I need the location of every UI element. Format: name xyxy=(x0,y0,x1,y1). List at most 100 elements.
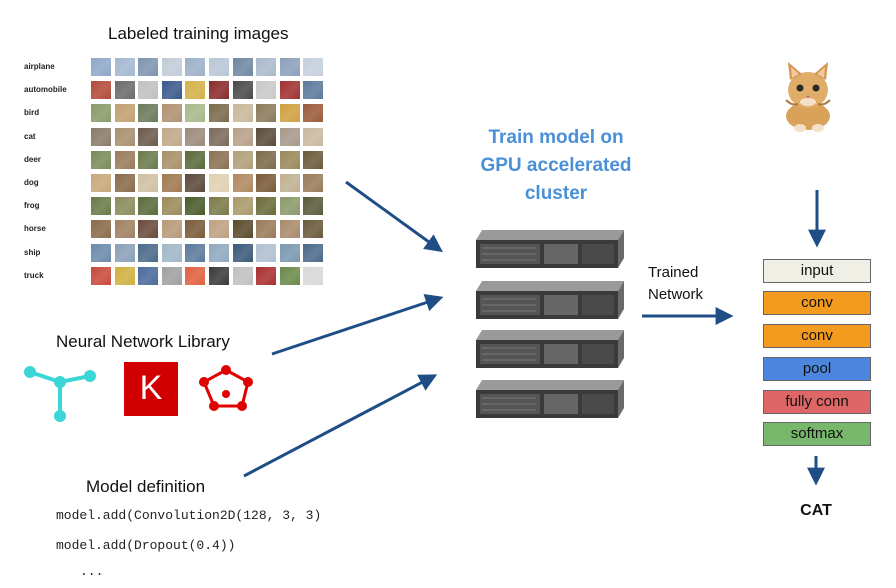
training-thumbnail xyxy=(138,266,159,285)
trained-network-label-line2: Network xyxy=(648,286,704,303)
training-thumbnail xyxy=(279,243,300,262)
training-thumbnail xyxy=(303,243,324,262)
training-thumbnail xyxy=(209,220,229,239)
training-thumbnail xyxy=(209,127,229,146)
training-thumbnail xyxy=(256,104,277,123)
training-thumbnail xyxy=(209,104,229,123)
training-thumbnail xyxy=(161,220,182,239)
class-label-automobile: automobile xyxy=(24,85,67,95)
training-thumbnail xyxy=(138,81,159,100)
training-thumbnail xyxy=(91,266,111,285)
class-label-dog: dog xyxy=(24,178,39,187)
training-thumbnail xyxy=(185,127,206,146)
training-thumbnail xyxy=(161,58,182,76)
training-thumbnail xyxy=(114,104,135,123)
train-title-line: GPU accelerated xyxy=(480,155,632,176)
training-thumbnail xyxy=(303,104,324,123)
training-thumbnail xyxy=(209,197,229,216)
server-unit-3 xyxy=(476,330,624,368)
training-thumbnail xyxy=(209,81,229,100)
training-thumbnail xyxy=(91,104,111,123)
training-thumbnail xyxy=(161,197,182,216)
training-thumbnail xyxy=(138,127,159,146)
arrow-model-to-cluster xyxy=(243,374,438,478)
training-thumbnail xyxy=(138,150,159,169)
training-images-title: Labeled training images xyxy=(108,24,289,43)
training-thumbnail xyxy=(232,266,253,285)
training-thumbnail xyxy=(303,174,324,192)
layer-softmax: softmax xyxy=(763,422,871,446)
class-label-deer: deer xyxy=(24,154,41,164)
training-thumbnail xyxy=(91,58,111,76)
training-thumbnail xyxy=(209,174,229,192)
class-label-frog: frog xyxy=(24,201,40,211)
training-thumbnail xyxy=(256,266,277,285)
training-thumbnail xyxy=(138,243,159,262)
training-thumbnail xyxy=(279,174,300,192)
model-definition-title: Model definition xyxy=(86,477,206,496)
training-thumbnail xyxy=(256,81,277,100)
training-thumbnail xyxy=(161,104,182,123)
training-thumbnail xyxy=(279,266,300,285)
training-thumbnail xyxy=(232,58,253,76)
training-thumbnail xyxy=(161,243,182,262)
training-thumbnail xyxy=(185,58,206,76)
class-label-horse: horse xyxy=(24,224,46,234)
training-thumbnail xyxy=(256,127,277,146)
training-thumbnail xyxy=(232,220,253,239)
train-title-line: Train model on xyxy=(488,127,624,148)
training-thumbnail xyxy=(91,197,111,216)
training-thumbnail xyxy=(114,150,135,169)
cat-image xyxy=(785,62,831,132)
training-thumbnail xyxy=(161,81,182,100)
training-thumbnail xyxy=(161,266,182,285)
code-line-ellipsis: ... xyxy=(80,564,104,579)
layer-pool: pool xyxy=(763,357,871,381)
training-thumbnail xyxy=(232,197,253,216)
training-thumbnail xyxy=(91,174,111,192)
training-thumbnail xyxy=(138,220,159,239)
class-label-truck: truck xyxy=(24,270,44,280)
training-thumbnail xyxy=(185,104,206,123)
class-label-cat: cat xyxy=(24,131,36,141)
training-thumbnail xyxy=(232,127,253,146)
train-title-line: cluster xyxy=(524,183,588,204)
server-unit-1 xyxy=(476,230,624,268)
training-thumbnail xyxy=(279,81,300,100)
library-title: Neural Network Library xyxy=(56,332,230,351)
training-thumbnail xyxy=(303,220,324,239)
training-thumbnail xyxy=(138,58,159,76)
training-thumbnail xyxy=(161,174,182,192)
training-thumbnail xyxy=(303,150,324,169)
training-thumbnail xyxy=(138,197,159,216)
layer-fully-conn: fully conn xyxy=(763,390,871,414)
training-thumbnail xyxy=(279,197,300,216)
training-thumbnail xyxy=(209,243,229,262)
training-thumbnail xyxy=(303,266,324,285)
training-thumbnail xyxy=(232,174,253,192)
training-thumbnail xyxy=(185,243,206,262)
training-thumbnail xyxy=(303,197,324,216)
training-thumbnail xyxy=(209,58,229,76)
training-thumbnail xyxy=(138,174,159,192)
layer-input: input xyxy=(763,259,871,283)
training-thumbnail xyxy=(303,58,324,76)
keras-letter: K xyxy=(139,369,163,407)
server-unit-4 xyxy=(476,380,624,418)
training-thumbnail xyxy=(279,220,300,239)
training-thumbnail xyxy=(91,220,111,239)
training-thumbnail xyxy=(114,266,135,285)
training-thumbnail xyxy=(256,150,277,169)
training-thumbnail xyxy=(279,58,300,76)
training-thumbnail xyxy=(232,243,253,262)
layer-conv-2: conv xyxy=(763,324,871,348)
layer-conv-1: conv xyxy=(763,291,871,315)
caffe-like-icon xyxy=(199,365,253,411)
training-thumbnail xyxy=(256,220,277,239)
training-thumbnail xyxy=(185,220,206,239)
class-label-bird: bird xyxy=(24,108,40,118)
output-label: CAT xyxy=(800,502,832,519)
training-thumbnail xyxy=(256,243,277,262)
training-thumbnail xyxy=(185,150,206,169)
